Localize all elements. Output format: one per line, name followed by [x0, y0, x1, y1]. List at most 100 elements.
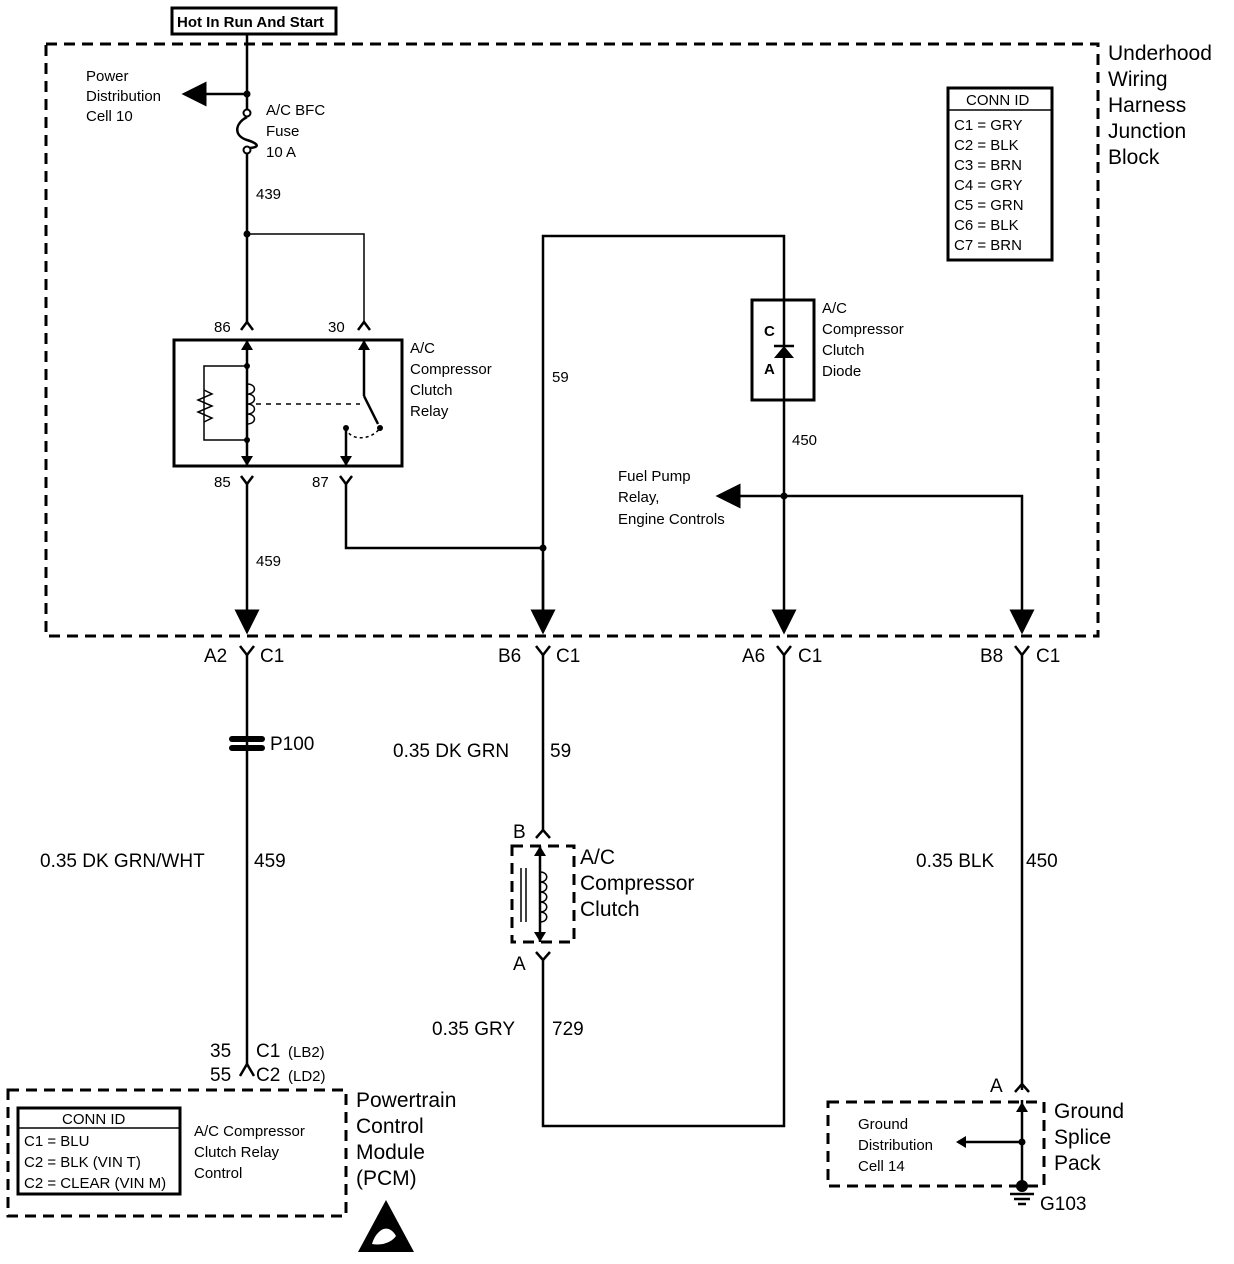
pcm-connector: [238, 1061, 256, 1077]
wire-459-gauge: 0.35 DK GRN/WHT: [40, 851, 205, 872]
pcm-c1: C1: [256, 1041, 280, 1062]
clutch-label-line: A/C: [580, 846, 615, 869]
connector-pin-b: [535, 828, 551, 839]
connector-id: C1: [556, 646, 580, 667]
wire-59-loop: [541, 234, 786, 632]
wire-729-gauge: 0.35 GRY: [432, 1019, 515, 1040]
ground-distribution-label: Ground Distribution Cell 14: [858, 1116, 933, 1175]
conn-id-row: C1 = GRY: [954, 117, 1023, 134]
clutch-pin-a: A: [513, 954, 526, 975]
pcm-label-line: (PCM): [356, 1167, 417, 1190]
fuse-label-line: A/C BFC: [266, 102, 325, 119]
diode-label: A/C Compressor Clutch Diode: [822, 300, 904, 380]
pcm-function-label: A/C Compressor Clutch Relay Control: [194, 1123, 305, 1182]
ground-id-label: G103: [1040, 1194, 1086, 1215]
wire-450-gauge: 0.35 BLK: [916, 851, 994, 872]
connector-id: C1: [798, 646, 822, 667]
pcm-function-line: A/C Compressor: [194, 1123, 305, 1140]
wire-450-circuit: 450: [1026, 851, 1058, 872]
diode-pin-c: C: [764, 323, 775, 340]
relay-pin-86: 86: [214, 319, 231, 336]
conn-id-row: C2 = BLK: [954, 137, 1019, 154]
circuit-450-inner-label: 450: [792, 432, 817, 449]
clutch-label-line: Clutch: [580, 898, 640, 921]
splice-p100-symbol: [229, 736, 265, 751]
junction-block-line-2: Wiring: [1108, 68, 1168, 91]
connector-pin-85: [240, 475, 254, 487]
wire-450-to-b8: [784, 494, 1035, 635]
relay-label-line: A/C: [410, 340, 435, 357]
esd-warning-icon: [358, 1200, 414, 1252]
fuel-pump-line: Fuel Pump: [618, 468, 691, 485]
conn-id-table: CONN ID C1 = GRY C2 = BLK C3 = BRN C4 = …: [946, 86, 1054, 262]
pcm-conn-id-table: CONN ID C1 = BLU C2 = BLK (VIN T) C2 = C…: [16, 1106, 182, 1196]
clutch-box: [510, 844, 576, 944]
relay-label-line: Relay: [410, 403, 449, 420]
pcm-c1-note: (LB2): [288, 1044, 325, 1061]
connector-id: C1: [1036, 646, 1060, 667]
connector-pin: B6: [498, 646, 521, 667]
junction-block-border: [44, 42, 1100, 638]
connector-pin-86: [240, 319, 254, 331]
wire-59-circuit: 59: [550, 741, 571, 762]
circuit-439-label: 439: [256, 186, 281, 203]
connector-pin: B8: [980, 646, 1003, 667]
junction-block-line-3: Harness: [1108, 94, 1186, 117]
pcm-pin-55: 55: [210, 1065, 231, 1086]
splice-p100-label: P100: [270, 734, 314, 755]
relay-box: [172, 338, 404, 468]
ground-distribution-line: Cell 14: [858, 1158, 905, 1175]
wire-459-circuit: 459: [254, 851, 286, 872]
pcm-label-line: Control: [356, 1115, 424, 1138]
circuit-459-inner-label: 459: [256, 553, 281, 570]
fuel-pump-line: Relay,: [618, 489, 659, 506]
connector-b8: B8 C1: [980, 645, 1060, 667]
junction-block-label: Underhood Wiring Harness Junction Block: [1108, 42, 1212, 169]
connector-id: C1: [260, 646, 284, 667]
pcm-label: Powertrain Control Module (PCM): [356, 1089, 456, 1190]
clutch-coil-symbol: [520, 846, 548, 942]
pcm-label-line: Powertrain: [356, 1089, 456, 1112]
power-distribution-line: Power: [86, 68, 129, 85]
hot-in-run-label-box: [170, 6, 338, 36]
pcm-function-line: Control: [194, 1165, 242, 1182]
conn-id-row: C7 = BRN: [954, 237, 1022, 254]
ground-splice-line: Ground: [1054, 1100, 1124, 1123]
pcm-label-line: Module: [356, 1141, 425, 1164]
conn-id-row: C3 = BRN: [954, 157, 1022, 174]
ground-splice-box: [826, 1100, 1046, 1188]
pcm-function-line: Clutch Relay: [194, 1144, 280, 1161]
diode-label-line: Clutch: [822, 342, 865, 359]
junction-block-line-1: Underhood: [1108, 42, 1212, 65]
connector-a2: A2 C1: [204, 645, 284, 667]
pcm-pin-35: 35: [210, 1041, 231, 1062]
pcm-box: [6, 1088, 348, 1218]
pcm-c2: C2: [256, 1065, 280, 1086]
ground-distribution-line: Distribution: [858, 1137, 933, 1154]
power-distribution-label: Power Distribution Cell 10: [86, 68, 161, 125]
relay-30-feed: [247, 233, 365, 322]
clutch-label-line: Compressor: [580, 872, 694, 895]
diode-pin-a: A: [764, 361, 775, 378]
ground-splice-arrow: [1016, 1102, 1028, 1112]
pcm-c2-note: (LD2): [288, 1068, 326, 1085]
power-distribution-line: Cell 10: [86, 108, 133, 125]
relay-internals: [196, 340, 383, 466]
connector-pin-a: [535, 951, 551, 962]
connector-pin: A6: [742, 646, 765, 667]
fuse-label-line: 10 A: [266, 144, 296, 161]
ground-splice-line: Pack: [1054, 1152, 1101, 1175]
ground-distribution-arrow: [956, 1136, 966, 1148]
ground-splice-connector: [1014, 1082, 1030, 1093]
fuse-label-line: Fuse: [266, 123, 299, 140]
connector-b6: B6 C1: [498, 645, 580, 667]
diode-symbol: [774, 300, 794, 400]
junction-block-line-4: Junction: [1108, 120, 1186, 143]
ground-splice-pin-a: A: [990, 1076, 1003, 1097]
clutch-label: A/C Compressor Clutch: [580, 846, 694, 921]
power-distribution-line: Distribution: [86, 88, 161, 105]
hot-in-run-label: Hot In Run And Start: [177, 14, 324, 31]
ground-splice-line: Splice: [1054, 1126, 1111, 1149]
ground-splice-label: Ground Splice Pack: [1054, 1100, 1124, 1175]
